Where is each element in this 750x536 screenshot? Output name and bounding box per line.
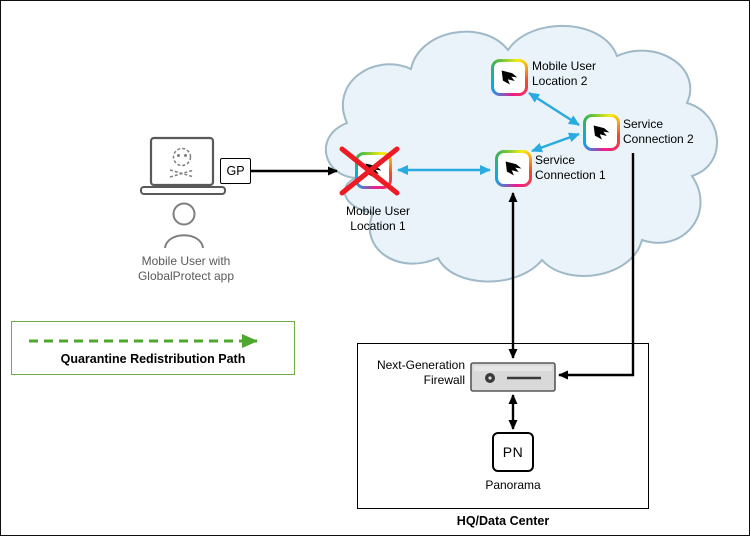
globalprotect-badge: GP (220, 158, 251, 184)
hq-datacenter-box (357, 343, 649, 509)
prisma-access-icon (358, 155, 389, 186)
prisma-access-icon (586, 117, 617, 148)
user-person-icon (164, 202, 204, 249)
node-service-connection-1 (495, 150, 532, 187)
falcon-logo-icon (501, 70, 518, 85)
infected-laptop-icon (140, 136, 226, 195)
falcon-logo-icon (505, 161, 522, 176)
label-service-connection-1: Service Connection 1 (535, 153, 606, 182)
label-service-connection-2: Service Connection 2 (623, 117, 694, 146)
node-service-connection-2 (583, 114, 620, 151)
label-panorama: Panorama (485, 478, 541, 492)
link-sc1-sc2 (531, 132, 580, 153)
label-mobile-user-caption: Mobile User with GlobalProtect app (137, 254, 235, 283)
label-mobile-user-location-1: Mobile User Location 1 (345, 204, 411, 233)
node-mobile-user-location-1 (355, 152, 392, 189)
label-mobile-user-location-2: Mobile User Location 2 (532, 59, 597, 88)
prisma-access-icon (494, 62, 525, 93)
legend-caption: Quarantine Redistribution Path (60, 352, 246, 366)
label-next-generation-firewall: Next-Generation Firewall (376, 358, 465, 387)
quarantine-legend-box (11, 321, 295, 375)
link-mu2-sc2 (528, 91, 580, 127)
falcon-logo-icon (593, 125, 610, 140)
node-mobile-user-location-2 (491, 59, 528, 96)
firewall-device-icon (470, 362, 556, 392)
panorama-badge: PN (492, 432, 534, 472)
hq-datacenter-caption: HQ/Data Center (456, 514, 550, 528)
link-sc2-firewall (558, 153, 635, 380)
falcon-logo-icon (365, 163, 382, 178)
prisma-access-icon (498, 153, 529, 184)
